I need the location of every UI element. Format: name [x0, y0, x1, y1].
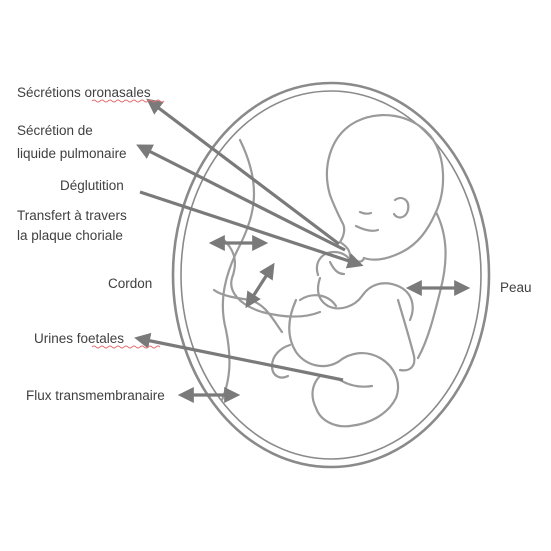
- label-secretion-pulmonaire-line2: liquide pulmonaire: [17, 146, 127, 161]
- amniotic-sac-outer: [171, 81, 491, 469]
- arrow-secretions-oronasales: [146, 98, 340, 246]
- label-urines-foetales: Urines foetales: [34, 331, 124, 346]
- arrow-urines-foetales: [134, 332, 344, 382]
- label-deglutition: Déglutition: [60, 178, 124, 193]
- label-cordon: Cordon: [108, 276, 152, 291]
- label-secretions-oronasales: Sécrétions oronasales: [17, 85, 151, 100]
- fetus-illustration: [270, 114, 447, 428]
- arrow-deglutition: [139, 190, 364, 269]
- arrow-secretion-pulmonaire: [136, 144, 346, 252]
- label-transfert-line2: la plaque choriale: [17, 228, 123, 243]
- spellcheck-underline-foetales: [91, 345, 161, 349]
- label-peau: Peau: [500, 280, 532, 295]
- amniotic-sac-inner: [180, 90, 482, 460]
- label-secretion-pulmonaire-line1: Sécrétion de: [17, 123, 93, 138]
- label-transfert-line1: Transfert à travers: [17, 208, 127, 223]
- arrow-cordon-vessel: [245, 262, 275, 309]
- label-flux-transmembranaire: Flux transmembranaire: [26, 388, 165, 403]
- spellcheck-underline-oronasales: [91, 99, 165, 103]
